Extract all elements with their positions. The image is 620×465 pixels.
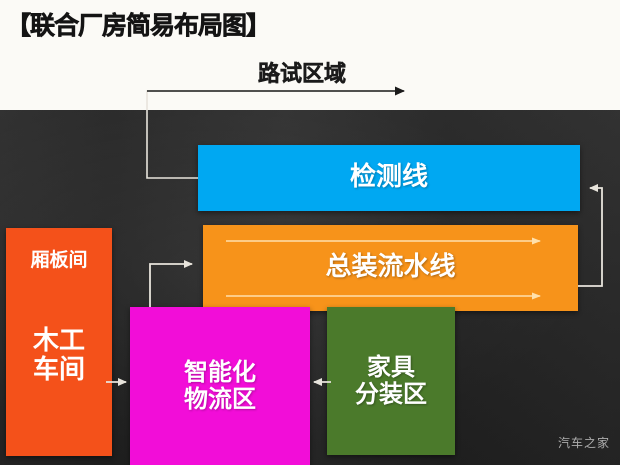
roadtest-area-label: 路试区域 [258,62,347,88]
zone-final-assembly-line-label: 总装流水线 [325,252,456,283]
zone-furniture-subassembly-label-1: 家具 [367,353,415,382]
zone-inspection-line-label: 检测线 [349,162,428,193]
zone-final-assembly-line[interactable]: 总装流水线 [203,225,578,311]
zone-furniture-subassembly[interactable]: 家具 分装区 [327,307,455,455]
zone-furniture-subassembly-label-2: 分装区 [355,380,427,408]
zone-intelligent-logistics-label-1: 智能化 [184,358,256,387]
zone-woodworking-shop-label-1: 木工 [32,326,85,357]
zone-woodworking-shop[interactable]: 厢板间 木工 车间 [6,228,112,456]
page-title: 【联合厂房简易布局图】 [6,11,272,41]
zone-woodworking-shop-label-2: 车间 [32,355,85,386]
zone-intelligent-logistics-label-2: 物流区 [184,385,256,413]
zone-inspection-line[interactable]: 检测线 [198,145,580,211]
zone-panel-room-label: 厢板间 [30,249,88,271]
zone-intelligent-logistics[interactable]: 智能化 物流区 [130,307,310,465]
watermark: 汽车之家 [557,436,610,450]
header-band: 【联合厂房简易布局图】 路试区域 [0,0,620,110]
